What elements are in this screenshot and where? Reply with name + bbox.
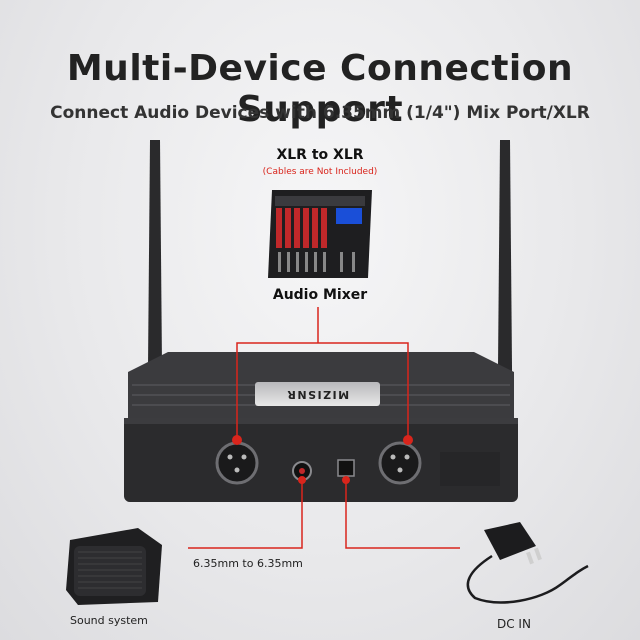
dc-in-caption: DC IN [497, 617, 531, 631]
connection-lines [188, 307, 460, 549]
xlr-port-right [378, 441, 422, 485]
dc-power-adapter-image [466, 522, 589, 604]
connection-dots [232, 435, 413, 484]
cables-not-included-note: (Cables are Not Included) [262, 167, 378, 177]
page-subtitle: Connect Audio Devices with 6.35mm (1/4")… [50, 103, 590, 123]
brand-logo: MIZISNR [255, 382, 380, 406]
jack-caption: 6.35mm to 6.35mm [193, 557, 303, 570]
dc-port [337, 459, 355, 477]
receiver-panel-recess [440, 452, 500, 486]
page-title: Multi-Device Connection Support [66, 48, 574, 130]
sound-system-image [66, 528, 162, 605]
sound-system-caption: Sound system [70, 614, 148, 627]
audio-mixer-image [268, 190, 372, 278]
audio-mixer-label: Audio Mixer [272, 287, 368, 303]
xlr-port-left [215, 441, 259, 485]
xlr-connection-label: XLR to XLR [276, 147, 364, 163]
jack-port [292, 461, 312, 481]
